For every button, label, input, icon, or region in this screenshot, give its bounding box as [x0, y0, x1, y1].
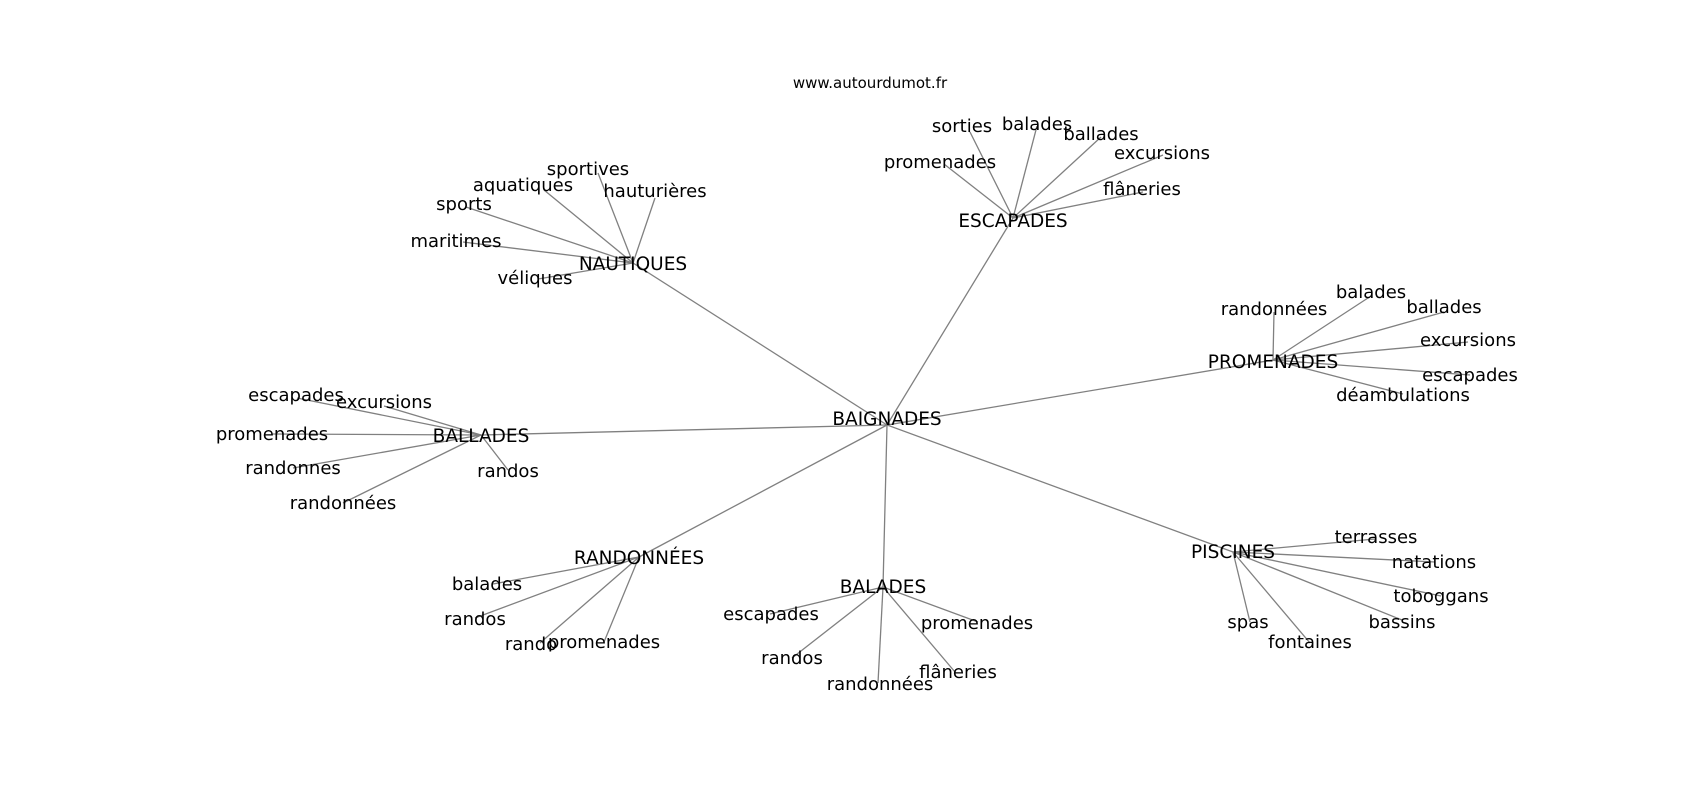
edge-promenades-to-excursions	[1272, 341, 1469, 361]
edge-balades-to-randos	[791, 586, 884, 659]
leaf-node-promenades-ballades: ballades	[1406, 297, 1481, 318]
leaf-node-piscines-spas: spas	[1227, 612, 1268, 633]
edge-nautiques-to-veliques	[537, 262, 634, 280]
edge-piscines-to-terrasses	[1232, 538, 1376, 553]
edge-root-to-escapades	[886, 217, 1014, 426]
edge-escapades-to-ballades	[1012, 136, 1102, 219]
edge-piscines-to-fontaines	[1232, 551, 1311, 644]
edge-promenades-to-escapades	[1272, 359, 1471, 376]
leaf-node-randonnees-promenades: promenades	[548, 632, 660, 653]
leaf-node-piscines-terrasses: terrasses	[1335, 527, 1418, 548]
edge-balades-to-promenades	[882, 586, 979, 623]
hub-node-promenades: PROMENADES	[1208, 352, 1338, 373]
leaf-node-nautiques-sports: sports	[436, 194, 492, 215]
leaf-node-promenades-excursions: excursions	[1420, 330, 1516, 351]
leaf-node-balades-randonnees: randonnées	[827, 674, 934, 695]
leaf-node-nautiques-aquatiques: aquatiques	[473, 175, 573, 196]
leaf-node-ballades-excursions: excursions	[336, 392, 432, 413]
edge-ballades-to-randonnes	[292, 434, 482, 469]
edge-randonnees-to-balades	[492, 556, 640, 585]
edge-piscines-to-toboggans	[1232, 551, 1442, 597]
leaf-node-escapades-ballades: ballades	[1063, 124, 1138, 145]
leaf-node-escapades-promenades: promenades	[884, 152, 996, 173]
edge-piscines-to-natations	[1232, 551, 1436, 563]
edge-ballades-to-excursions	[383, 405, 482, 436]
edge-nautiques-to-aquatiques	[543, 189, 634, 264]
edge-randonnees-to-promenades	[603, 556, 640, 643]
edge-randonnees-to-rando	[539, 556, 640, 644]
edge-balades-to-randonnees	[877, 586, 884, 684]
leaf-node-nautiques-hauturieres: hauturières	[603, 181, 706, 202]
hub-node-balades: BALADES	[840, 577, 926, 598]
edge-root-to-ballades	[480, 424, 888, 436]
edge-nautiques-to-sports	[465, 206, 634, 264]
edge-root-to-balades	[882, 424, 888, 588]
edge-nautiques-to-maritimes	[462, 241, 634, 264]
leaf-node-balades-promenades: promenades	[921, 613, 1033, 634]
leaf-node-escapades-flaneries: flâneries	[1103, 179, 1181, 200]
edge-root-to-piscines	[886, 424, 1234, 553]
root-node-label: BAIGNADES	[832, 409, 941, 430]
leaf-node-escapades-excursions: excursions	[1114, 143, 1210, 164]
leaf-node-ballades-escapades: escapades	[248, 385, 344, 406]
edge-promenades-to-deambulations	[1272, 359, 1404, 395]
graph-edges	[271, 125, 1471, 684]
edge-ballades-to-randos	[480, 434, 509, 471]
edge-piscines-to-spas	[1232, 551, 1251, 623]
leaf-node-randonnees-balades: balades	[452, 574, 522, 595]
leaf-node-balades-escapades: escapades	[723, 604, 819, 625]
edge-escapades-to-sorties	[969, 131, 1014, 219]
edge-escapades-to-flaneries	[1012, 191, 1144, 219]
edge-promenades-to-balades	[1272, 295, 1372, 361]
source-watermark: www.autourdumot.fr	[793, 74, 948, 92]
leaf-node-promenades-randonnees: randonnées	[1221, 299, 1328, 320]
edge-nautiques-to-sportives	[597, 172, 634, 264]
edge-escapades-to-balades	[1012, 125, 1038, 219]
leaf-node-piscines-bassins: bassins	[1369, 612, 1436, 633]
leaf-node-escapades-balades: balades	[1002, 114, 1072, 135]
leaf-node-escapades-sorties: sorties	[932, 116, 992, 137]
leaf-node-nautiques-sportives: sportives	[547, 159, 629, 180]
edge-ballades-to-promenades	[271, 433, 482, 436]
leaf-node-piscines-fontaines: fontaines	[1268, 632, 1352, 653]
edge-balades-to-escapades	[769, 586, 884, 615]
edge-ballades-to-randonnees	[342, 434, 482, 504]
edge-piscines-to-bassins	[1232, 551, 1403, 621]
graph-labels: www.autourdumot.fr BAIGNADES NAUTIQUES sp…	[216, 74, 1518, 695]
leaf-node-randonnees-rando: rando	[505, 634, 557, 655]
leaf-node-nautiques-maritimes: maritimes	[410, 231, 501, 252]
edge-root-to-promenades	[886, 359, 1274, 426]
hub-node-randonnees: RANDONNÉES	[574, 547, 704, 569]
edge-root-to-nautiques	[632, 262, 888, 426]
leaf-node-ballades-randos: randos	[477, 461, 539, 482]
leaf-node-ballades-randonnees: randonnées	[290, 493, 397, 514]
leaf-node-piscines-toboggans: toboggans	[1393, 586, 1488, 607]
leaf-node-promenades-escapades: escapades	[1422, 365, 1518, 386]
leaf-node-promenades-deambulations: déambulations	[1336, 385, 1470, 406]
leaf-node-promenades-balades: balades	[1336, 282, 1406, 303]
hub-node-piscines: PISCINES	[1191, 542, 1275, 563]
edge-promenades-to-randonnees	[1272, 311, 1275, 361]
edge-escapades-to-promenades	[943, 163, 1014, 219]
edge-escapades-to-excursions	[1012, 154, 1164, 219]
leaf-node-piscines-natations: natations	[1392, 552, 1476, 573]
leaf-node-ballades-randonnes: randonnes	[245, 458, 341, 479]
leaf-node-balades-randos: randos	[761, 648, 823, 669]
leaf-node-randonnees-randos: randos	[444, 609, 506, 630]
hub-node-escapades: ESCAPADES	[958, 211, 1067, 232]
edge-ballades-to-escapades	[296, 397, 482, 436]
leaf-node-nautiques-veliques: véliques	[497, 268, 572, 289]
edge-balades-to-flaneries	[882, 586, 956, 673]
leaf-node-balades-flaneries: flâneries	[919, 662, 997, 683]
edge-randonnees-to-randos	[474, 556, 640, 619]
edge-root-to-randonnees	[638, 424, 888, 558]
leaf-node-ballades-promenades: promenades	[216, 424, 328, 445]
edge-promenades-to-ballades	[1272, 311, 1445, 361]
hub-node-ballades: BALLADES	[433, 426, 530, 447]
hub-node-nautiques: NAUTIQUES	[579, 254, 687, 275]
edge-nautiques-to-hauturieres	[632, 197, 656, 264]
